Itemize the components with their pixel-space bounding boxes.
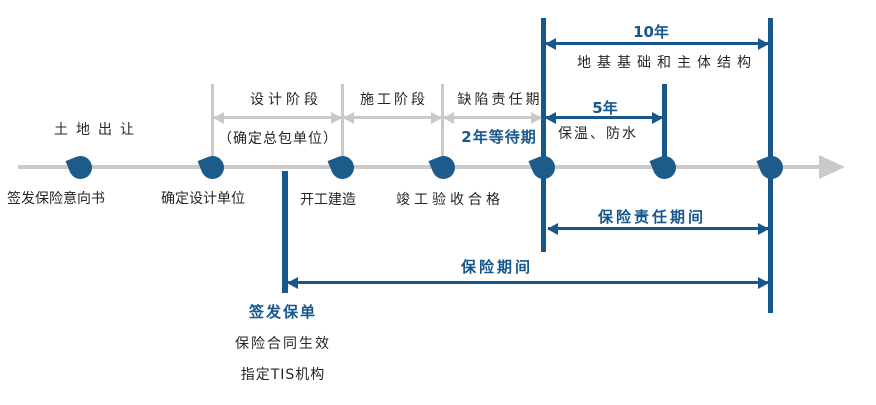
liability-period-arrow bbox=[547, 222, 769, 235]
defect-liability-arrow bbox=[443, 111, 542, 124]
defect-period-start-tick bbox=[441, 84, 444, 168]
policy-issue-line bbox=[282, 171, 288, 293]
five-year-duration-label: 5年 bbox=[592, 99, 618, 117]
five-year-span-arrow bbox=[545, 111, 663, 124]
timeline-axis bbox=[18, 165, 820, 169]
ten-year-scope-label: 地基基础和主体结构 bbox=[577, 55, 757, 71]
milestone-dot-start-construction bbox=[327, 152, 358, 183]
design-phase-arrow bbox=[213, 111, 342, 124]
milestone-dot-confirm-designer bbox=[197, 152, 228, 183]
milestone-dot-ten-year-end bbox=[756, 152, 787, 183]
policy-issue-title: 签发保单 bbox=[248, 303, 318, 321]
construction-phase-arrow bbox=[343, 111, 442, 124]
timeline-axis-arrowhead bbox=[819, 155, 845, 179]
milestone-dot-land-grant bbox=[65, 152, 96, 183]
tis-agency-label: 指定TIS机构 bbox=[240, 367, 326, 383]
liability-period-label: 保险责任期间 bbox=[597, 208, 707, 226]
policy-period-label: 保险期间 bbox=[460, 258, 534, 276]
waiting-period-label: 2年等待期 bbox=[461, 128, 537, 146]
milestone-dot-five-year-end bbox=[649, 152, 680, 183]
milestone-dot-waiting-period-end bbox=[528, 152, 559, 183]
confirm-designer-label: 确定设计单位 bbox=[161, 191, 245, 207]
land-grant-label: 土地出让 bbox=[54, 122, 142, 138]
construction-phase-start-tick bbox=[341, 84, 344, 168]
design-phase-start-tick bbox=[211, 84, 214, 168]
ten-year-span-arrow bbox=[545, 37, 769, 50]
ten-year-duration-label: 10年 bbox=[633, 23, 669, 41]
issue-loi-label: 签发保险意向书 bbox=[7, 191, 105, 207]
waiting-period-end-line bbox=[541, 18, 546, 252]
completion-acceptance-label: 竣工验收合格 bbox=[396, 192, 504, 208]
design-phase-note: （确定总包单位） bbox=[218, 131, 338, 147]
construction-phase-label: 施工阶段 bbox=[360, 92, 428, 108]
start-construction-label: 开工建造 bbox=[300, 192, 356, 208]
policy-effective-label: 保险合同生效 bbox=[235, 336, 331, 352]
policy-period-arrow bbox=[287, 276, 769, 289]
milestone-dot-completion-acceptance bbox=[428, 152, 459, 183]
five-year-scope-label: 保温、防水 bbox=[558, 126, 638, 142]
defect-liability-label: 缺陷责任期 bbox=[457, 92, 543, 108]
five-year-end-line bbox=[662, 84, 667, 168]
design-phase-label: 设计阶段 bbox=[250, 92, 322, 108]
